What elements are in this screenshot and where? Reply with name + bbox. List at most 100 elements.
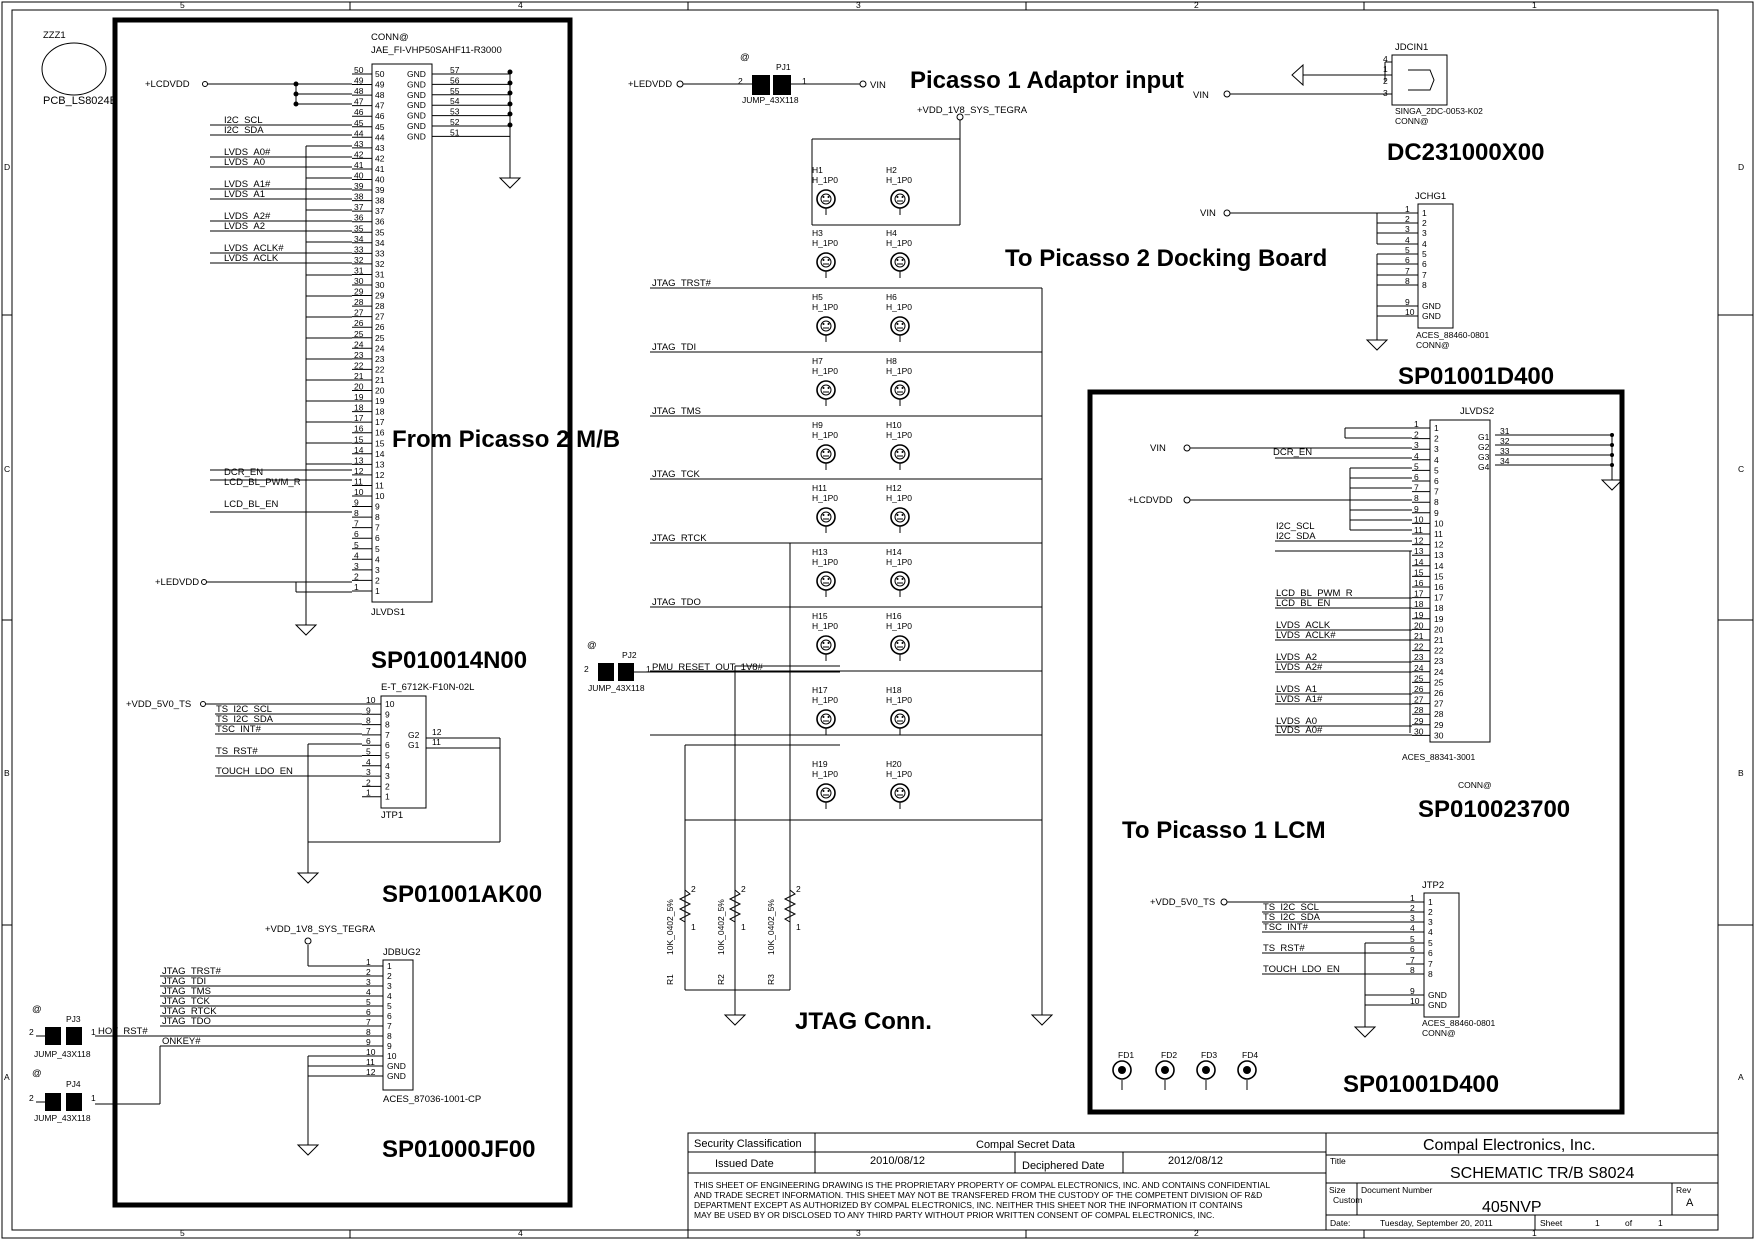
size-label: Size: [1329, 1185, 1346, 1195]
pin-number: 4: [366, 757, 371, 767]
svg-text:JDCIN1: JDCIN1: [1395, 42, 1428, 53]
pin-label: 4: [387, 991, 392, 1001]
pin-label: 24: [1434, 667, 1444, 677]
pin-number: 10: [354, 487, 364, 497]
pin-label: 3: [387, 981, 392, 991]
pin-number: 53: [450, 107, 460, 117]
svg-text:JUMP_43X118: JUMP_43X118: [34, 1113, 91, 1123]
pin-number: 30: [354, 276, 364, 286]
pin-label: 29: [375, 291, 385, 301]
pin-number: 5: [1410, 934, 1415, 944]
net-vdd5v-jtp1: +VDD_5V0_TS: [126, 699, 191, 710]
pin-number: 8: [1405, 276, 1410, 286]
svg-text:G2: G2: [408, 730, 420, 740]
net-ts-i2c-sda-1: TS_I2C_SDA: [216, 714, 274, 725]
pin-number: 28: [1414, 705, 1424, 715]
pin-label: 6: [387, 1011, 392, 1021]
heading-jtp2-part: SP01001D400: [1343, 1071, 1499, 1098]
mounting-hole-h8: H8H_1P0: [886, 356, 912, 406]
pin-number: 20: [1414, 620, 1424, 630]
svg-text:H10: H10: [886, 420, 902, 430]
net-jtag-tdi-1: JTAG_TDI: [162, 976, 206, 987]
net-lcd-bl-en-2: LCD_BL_EN: [1276, 598, 1331, 609]
pin-label: 5: [387, 1001, 392, 1011]
svg-text:JAE_FI-VHP50SAHF11-R3000: JAE_FI-VHP50SAHF11-R3000: [371, 45, 502, 56]
pin-number: 9: [1410, 986, 1415, 996]
svg-text:G3: G3: [1478, 452, 1490, 462]
net-lvds-aclkn: LVDS_ACLK#: [224, 243, 284, 254]
net-ledvdd-pj1: +LEDVDD: [628, 79, 672, 90]
date-label: Date:: [1330, 1218, 1350, 1228]
pin-number: 3: [354, 561, 359, 571]
svg-text:H_1P0: H_1P0: [812, 621, 838, 631]
mounting-hole-h3: H3H_1P0: [812, 228, 838, 278]
pin-label: 26: [1434, 688, 1444, 698]
junction-dot: [1610, 453, 1614, 457]
net-lvds-a2-2: LVDS_A2: [1276, 652, 1317, 663]
svg-text:G4: G4: [1478, 462, 1490, 472]
svg-text:1: 1: [741, 922, 746, 932]
pin-label: 10: [375, 491, 385, 501]
pin-label: 27: [1434, 699, 1444, 709]
pin-number: 47: [354, 97, 364, 107]
pin-label: 22: [375, 364, 385, 374]
svg-text:32: 32: [1500, 436, 1510, 446]
pin-number: 8: [1414, 493, 1419, 503]
svg-text:H_1P0: H_1P0: [812, 557, 838, 567]
jdcin1-connector: JDCIN1 41 23 SINGA_2DC-0053-K02 CONN@: [1383, 42, 1483, 126]
pin-label: 28: [375, 301, 385, 311]
pin-label: 49: [375, 80, 385, 90]
pin-number: 3: [1410, 913, 1415, 923]
pin-number: 22: [354, 360, 364, 370]
zone-label: 5: [180, 1228, 185, 1238]
net-lvds-a2: LVDS_A2: [224, 221, 265, 232]
pin-number: 5: [366, 747, 371, 757]
resistor-r2-ref: R2: [716, 974, 726, 985]
pin-label: 8: [387, 1031, 392, 1041]
pin-number: 10: [366, 1047, 376, 1057]
pin-number: 7: [366, 726, 371, 736]
zone-label: 5: [180, 0, 185, 10]
svg-text:H_1P0: H_1P0: [812, 302, 838, 312]
pin-label: 38: [375, 196, 385, 206]
svg-text:CONN@: CONN@: [1422, 1028, 1456, 1038]
pin-label: 46: [375, 111, 385, 121]
pin-number: 10: [1405, 307, 1415, 317]
pin-label: GND: [407, 111, 426, 121]
net-lvds-a1-2: LVDS_A1: [1276, 684, 1317, 695]
pin-number: 29: [354, 287, 364, 297]
resistor-r2-val: 10K_0402_5%: [716, 899, 726, 955]
pin-label: 2: [375, 575, 380, 585]
pin-number: 44: [354, 128, 364, 138]
pin-number: 3: [366, 977, 371, 987]
pin-number: 6: [1405, 255, 1410, 265]
pin-number: 13: [1414, 546, 1424, 556]
title-block: [687, 1132, 1719, 1231]
pin-number: 27: [1414, 695, 1424, 705]
svg-text:JUMP_43X118: JUMP_43X118: [742, 95, 799, 105]
pin-label: 4: [1428, 927, 1433, 937]
pin-number: 17: [354, 413, 364, 423]
pin-number: 35: [354, 223, 364, 233]
pin-label: 37: [375, 206, 385, 216]
svg-text:H17: H17: [812, 685, 828, 695]
junction-dot: [507, 69, 513, 75]
pin-number: 45: [354, 118, 364, 128]
of-value: 1: [1658, 1218, 1663, 1228]
svg-text:H13: H13: [812, 547, 828, 557]
pin-label: 19: [1434, 614, 1444, 624]
pin-label: 2: [385, 781, 390, 791]
pin-number: 33: [354, 244, 364, 254]
pin-label: 14: [1434, 561, 1444, 571]
pin-number: 1: [366, 788, 371, 798]
net-jtag-trst-1: JTAG_TRST#: [162, 966, 222, 977]
zone-label: 2: [1194, 0, 1199, 10]
net-lcdvdd-2: +LCDVDD: [1128, 495, 1173, 506]
svg-text:H5: H5: [812, 292, 823, 302]
pin-number: 4: [366, 987, 371, 997]
pin-label: 9: [385, 709, 390, 719]
